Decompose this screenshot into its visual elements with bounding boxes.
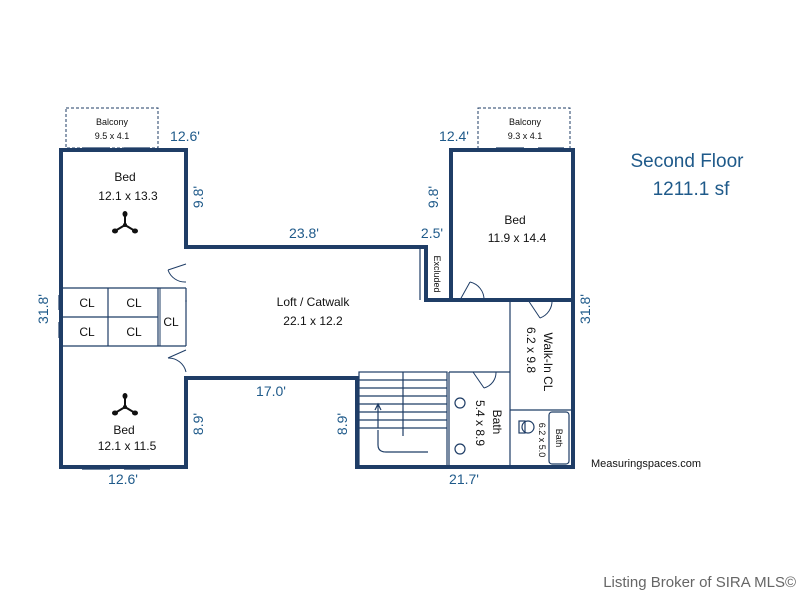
stairs	[358, 371, 448, 467]
dim-right-top-wall: 9.8'	[425, 186, 441, 208]
measurer-credit: Measuringspaces.com	[591, 458, 701, 470]
walkin-size: 6.2 x 9.8	[524, 327, 538, 373]
bed-right-name: Bed	[504, 213, 525, 227]
balcony-right	[477, 107, 571, 150]
balcony-right-size: 9.3 x 4.1	[508, 131, 543, 141]
floor-area: 1211.1 sf	[653, 179, 730, 200]
ceiling-fan-icon	[112, 211, 138, 234]
tub-label: Bath	[554, 429, 564, 448]
dim-loft-bottom: 17.0'	[256, 383, 286, 399]
closet-1: CL	[79, 296, 95, 310]
bed-right-size: 11.9 x 14.4	[488, 231, 547, 245]
floor-title: Second Floor	[630, 151, 744, 172]
bath-fixtures	[454, 397, 570, 465]
loft-size: 22.1 x 12.2	[283, 314, 343, 328]
bed-top-left-name: Bed	[114, 170, 135, 184]
balcony-left-name: Balcony	[96, 117, 129, 127]
dim-loft-top: 23.8'	[289, 225, 319, 241]
dim-stair-wall: 8.9'	[334, 413, 350, 435]
bed-bottom-left-name: Bed	[113, 423, 134, 437]
bath-small-size: 6.2 x 5.0	[537, 423, 547, 458]
bath-size: 5.4 x 8.9	[473, 400, 487, 446]
interior-walls	[60, 245, 573, 467]
dim-left-bottom-wall: 8.9'	[190, 413, 206, 435]
balcony-left-size: 9.5 x 4.1	[95, 131, 130, 141]
loft-name: Loft / Catwalk	[277, 295, 351, 309]
dim-left-bottom-width: 12.6'	[108, 471, 138, 487]
window-marks	[58, 147, 564, 470]
closet-4: CL	[126, 325, 142, 339]
dim-bottom-right: 21.7'	[449, 471, 479, 487]
bed-bottom-left-size: 12.1 x 11.5	[98, 439, 157, 453]
bed-top-left-size: 12.1 x 13.3	[98, 189, 158, 203]
exterior-walls	[59, 148, 575, 469]
balcony-right-name: Balcony	[509, 117, 542, 127]
dim-left-top-width: 12.6'	[170, 128, 200, 144]
walkin-name: Walk-In CL	[541, 333, 555, 392]
dim-right-height: 31.8'	[577, 294, 593, 324]
closet-3: CL	[79, 325, 95, 339]
balcony-left	[65, 107, 159, 149]
doors	[159, 263, 553, 389]
dim-loft-notch: 2.5'	[421, 225, 443, 241]
closet-2: CL	[126, 296, 142, 310]
closet-5: CL	[163, 315, 179, 329]
broker-credit: Listing Broker of SIRA MLS©	[603, 574, 796, 591]
excluded-label: Excluded	[432, 255, 442, 292]
ceiling-fan-icon	[112, 393, 138, 416]
dim-right-top-width: 12.4'	[439, 128, 469, 144]
dim-left-height: 31.8'	[35, 294, 51, 324]
bath-name: Bath	[490, 410, 504, 435]
dim-left-top-wall: 9.8'	[190, 186, 206, 208]
